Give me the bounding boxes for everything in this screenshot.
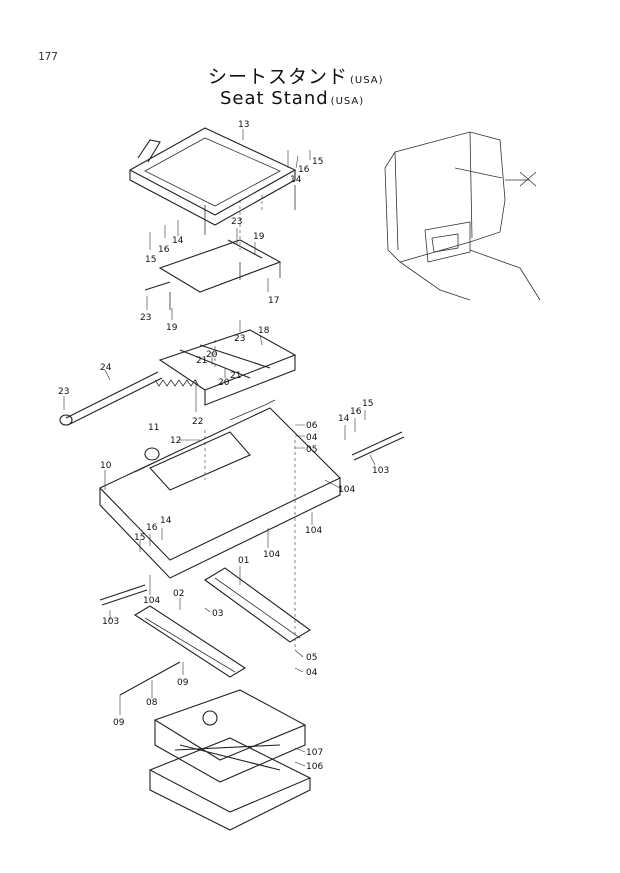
callout-14: 14 <box>160 516 172 526</box>
guide-lines <box>204 195 296 650</box>
callout-21: 21 <box>196 356 207 366</box>
callout-09: 09 <box>113 718 125 728</box>
main-frame <box>99 399 341 579</box>
callout-16: 16 <box>298 165 310 175</box>
callout-12: 12 <box>170 436 181 446</box>
callout-104: 104 <box>338 485 355 495</box>
callout-14: 14 <box>290 175 302 185</box>
callout-04: 04 <box>306 668 318 678</box>
callout-21: 21 <box>230 371 241 381</box>
title-japanese: シートスタンド(USA) <box>208 62 384 89</box>
slide-rail <box>204 567 311 643</box>
callout-14: 14 <box>338 414 350 424</box>
pin-left <box>99 584 148 606</box>
callout-23: 23 <box>231 217 242 227</box>
title-jp-suffix: (USA) <box>350 75 384 86</box>
lower-rail <box>133 605 247 678</box>
callout-20: 20 <box>218 378 230 388</box>
callout-03: 03 <box>212 609 223 619</box>
page-number: 177 <box>38 50 58 63</box>
callout-16: 16 <box>350 407 362 417</box>
callout-15: 15 <box>134 533 145 543</box>
callout-18: 18 <box>258 326 270 336</box>
title-english-text: Seat Stand <box>220 88 329 109</box>
callout-19: 19 <box>253 232 265 242</box>
callout-107: 107 <box>306 748 323 758</box>
callout-16: 16 <box>158 245 170 255</box>
callout-11: 11 <box>148 423 159 433</box>
callout-20: 20 <box>206 350 218 360</box>
callout-02: 02 <box>173 589 184 599</box>
callout-104: 104 <box>305 526 322 536</box>
callout-23: 23 <box>58 387 69 397</box>
callout-06: 06 <box>306 421 318 431</box>
link-rod <box>119 661 181 696</box>
spring <box>154 379 200 387</box>
callout-104: 104 <box>263 550 280 560</box>
callout-15: 15 <box>362 399 373 409</box>
callout-01: 01 <box>238 556 249 566</box>
rail-bracket <box>144 239 282 310</box>
suspension-base <box>148 689 312 831</box>
title-en-suffix: (USA) <box>330 96 365 107</box>
washer-11 <box>144 447 160 461</box>
callout-15: 15 <box>312 157 323 167</box>
callout-09: 09 <box>177 678 189 688</box>
part-callouts: 13 15 16 14 14 16 15 23 19 17 23 19 23 1… <box>58 120 389 772</box>
callout-10: 10 <box>100 461 112 471</box>
title-english: Seat Stand(USA) <box>220 88 364 109</box>
cab-location-inset <box>384 131 541 301</box>
callout-04: 04 <box>306 433 318 443</box>
callout-103: 103 <box>372 466 389 476</box>
callout-05: 05 <box>306 653 317 663</box>
title-japanese-text: シートスタンド <box>208 66 349 88</box>
callout-16: 16 <box>146 523 158 533</box>
callout-13: 13 <box>238 120 249 130</box>
callout-103: 103 <box>102 617 119 627</box>
callout-23: 23 <box>234 334 245 344</box>
callout-15: 15 <box>145 255 156 265</box>
callout-22: 22 <box>192 417 203 427</box>
callout-23: 23 <box>140 313 151 323</box>
callout-08: 08 <box>146 698 158 708</box>
callout-17: 17 <box>268 296 279 306</box>
callout-106: 106 <box>306 762 323 772</box>
callout-24: 24 <box>100 363 112 373</box>
bushing-left <box>59 414 73 426</box>
callout-104: 104 <box>143 596 160 606</box>
scissor-frame <box>158 329 297 406</box>
pin-right <box>351 431 405 461</box>
shaft <box>65 371 163 425</box>
upper-seat-plate <box>128 127 297 235</box>
leader-lines <box>63 129 376 767</box>
callout-05: 05 <box>306 445 317 455</box>
callout-14: 14 <box>172 236 184 246</box>
callout-19: 19 <box>166 323 178 333</box>
